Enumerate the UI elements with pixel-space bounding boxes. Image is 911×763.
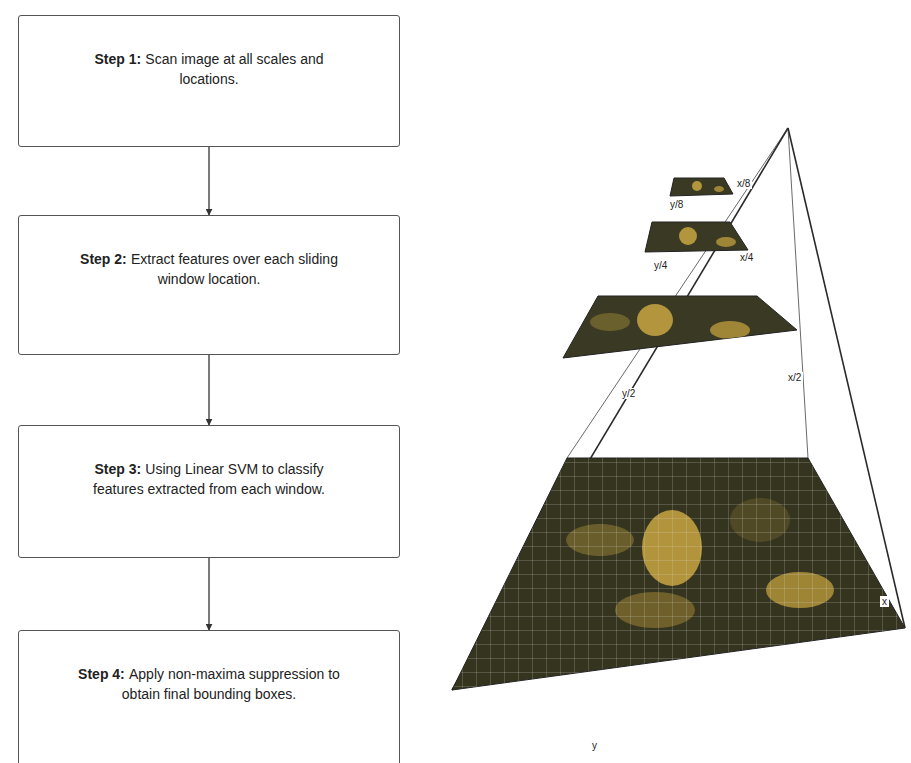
dimension-label: y (590, 740, 599, 751)
pyramid-level-quarter (645, 222, 748, 252)
step-description: Scan image at all scales and locations. (145, 51, 323, 87)
dimension-label: y/4 (652, 260, 669, 271)
step-text-block: Step 1:Scan image at all scales and loca… (19, 16, 399, 89)
process-box: Step 2:Extract features over each slidin… (18, 215, 400, 355)
pyramid-level-half (563, 296, 797, 358)
dimension-label: y/2 (620, 388, 637, 399)
pyramid-level-eighth (670, 178, 733, 196)
dimension-label: x/2 (786, 372, 803, 383)
flow-arrow (208, 147, 209, 215)
flow-arrow (208, 355, 209, 425)
step-text-block: Step 3:Using Linear SVM to classify feat… (19, 426, 399, 499)
flow-arrow (208, 558, 209, 630)
process-box: Step 3:Using Linear SVM to classify feat… (18, 425, 400, 558)
step-heading: Step 4: (78, 666, 125, 682)
step-description: Apply non-maxima suppression to obtain f… (122, 666, 340, 702)
step-heading: Step 3: (94, 461, 141, 477)
step-text-block: Step 4:Apply non-maxima suppression to o… (19, 631, 399, 704)
step-text-block: Step 2:Extract features over each slidin… (19, 216, 399, 289)
step-description: Extract features over each sliding windo… (131, 251, 338, 287)
dimension-label: x/4 (738, 252, 755, 263)
dimension-label: x/8 (735, 178, 752, 189)
process-box: Step 1:Scan image at all scales and loca… (18, 15, 400, 147)
step-heading: Step 2: (80, 251, 127, 267)
process-box: Step 4:Apply non-maxima suppression to o… (18, 630, 400, 763)
pyramid-base-image (440, 450, 911, 700)
dimension-label: x (880, 596, 889, 607)
dimension-label: y/8 (668, 199, 685, 210)
step-heading: Step 1: (94, 51, 141, 67)
